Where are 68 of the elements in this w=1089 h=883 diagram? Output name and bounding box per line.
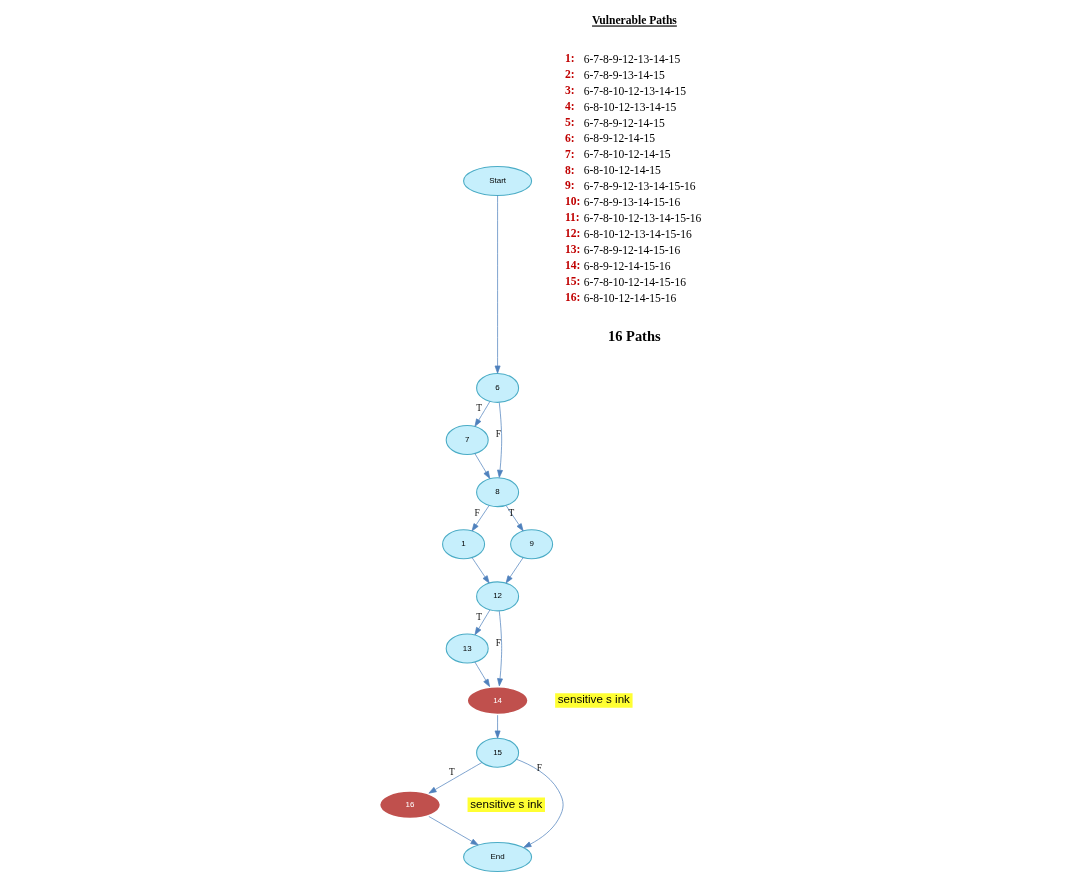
label: 7: bbox=[564, 147, 575, 161]
edge-label: T bbox=[475, 403, 482, 414]
edge-label: T bbox=[475, 611, 482, 622]
arrow bbox=[474, 453, 490, 479]
label: 6-7-8-10-12-14-15 bbox=[583, 148, 671, 162]
node-ellipse: 12 bbox=[475, 581, 519, 612]
arrow bbox=[505, 505, 523, 532]
label: 1: bbox=[564, 52, 575, 66]
label: 8: bbox=[564, 163, 575, 177]
label: Vulnerable Paths bbox=[591, 14, 677, 28]
label: 6-7-8-10-12-13-14-15 bbox=[583, 84, 686, 98]
node-ellipse: 9 bbox=[509, 529, 553, 560]
arrow bbox=[428, 762, 482, 794]
label: 6-7-8-9-12-14-15 bbox=[583, 116, 665, 130]
edge-label: F bbox=[536, 762, 542, 773]
label: 6-7-8-9-12-14-15-16 bbox=[583, 243, 680, 257]
label: 6-8-10-12-14-15 bbox=[583, 164, 661, 178]
label: 2: bbox=[564, 68, 575, 82]
label: 16 Paths bbox=[607, 327, 661, 344]
label: 6-8-10-12-14-15-16 bbox=[583, 291, 676, 305]
node-ellipse: 15 bbox=[475, 737, 519, 768]
label: 6-8-10-12-13-14-15 bbox=[583, 100, 676, 114]
label: 6-8-9-12-14-15-16 bbox=[583, 259, 671, 273]
label: 4: bbox=[564, 99, 575, 113]
label: 6-8-9-12-14-15 bbox=[583, 132, 655, 146]
arrow bbox=[515, 758, 563, 848]
label: 10: bbox=[564, 195, 580, 209]
label: 6-7-8-9-13-14-15-16 bbox=[583, 196, 680, 210]
label: 6-7-8-9-12-13-14-15-16 bbox=[583, 180, 696, 194]
arrow bbox=[505, 557, 523, 584]
arrow bbox=[494, 714, 500, 739]
label: 6: bbox=[564, 131, 575, 145]
arrow bbox=[496, 610, 503, 687]
node-ellipse: Start bbox=[462, 165, 532, 196]
label: 16: bbox=[564, 290, 580, 304]
label: 14: bbox=[564, 259, 580, 273]
arrow bbox=[496, 402, 503, 478]
edge-label: T bbox=[448, 767, 455, 778]
arrow bbox=[474, 661, 490, 687]
node-ellipse: 13 bbox=[445, 633, 489, 664]
edge-label: F bbox=[495, 637, 501, 648]
node-ellipse: 6 bbox=[475, 372, 519, 403]
arrow bbox=[427, 816, 479, 846]
label: 15: bbox=[564, 275, 580, 289]
node-ellipse: 1 bbox=[441, 529, 485, 560]
arrow bbox=[471, 505, 489, 532]
node-ellipse: 8 bbox=[475, 477, 519, 508]
label: 6-7-8-9-13-14-15 bbox=[583, 68, 665, 82]
label: 6-7-8-10-12-13-14-15-16 bbox=[583, 212, 701, 226]
arrow bbox=[471, 557, 489, 584]
label: 9: bbox=[564, 179, 575, 193]
edge-label: F bbox=[474, 507, 480, 518]
label: 12: bbox=[564, 227, 580, 241]
node-label: sensitive s ink bbox=[469, 797, 542, 810]
label: 6-7-8-10-12-14-15-16 bbox=[583, 275, 686, 289]
label: 13: bbox=[564, 243, 580, 257]
label: 5: bbox=[564, 115, 575, 129]
edge-label: T bbox=[508, 507, 514, 518]
arrow bbox=[474, 609, 490, 636]
node-ellipse: 7 bbox=[445, 425, 489, 456]
arrow bbox=[494, 195, 500, 374]
label: 6-7-8-9-12-13-14-15 bbox=[583, 52, 680, 66]
label: 3: bbox=[564, 83, 575, 97]
label: 11: bbox=[564, 211, 580, 225]
edge-label: F bbox=[495, 429, 501, 440]
arrow bbox=[474, 401, 490, 427]
label: 6-8-10-12-13-14-15-16 bbox=[583, 227, 692, 241]
node-label: sensitive s ink bbox=[557, 693, 630, 706]
